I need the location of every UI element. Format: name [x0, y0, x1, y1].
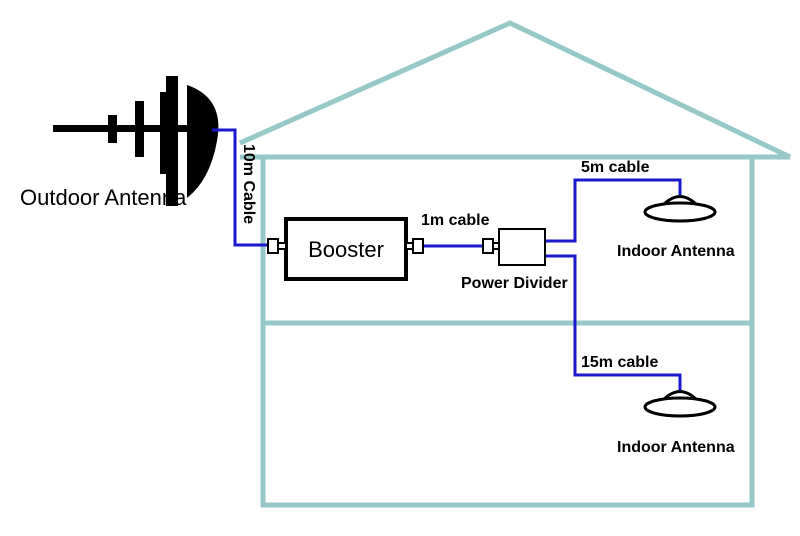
house-roof — [238, 20, 792, 160]
house-walls — [260, 154, 755, 508]
booster-label: Booster — [308, 237, 384, 262]
outdoor-antenna-label: Outdoor Antenna — [20, 185, 187, 210]
cable-10m-label: 10m Cable — [240, 144, 257, 224]
indoor-antenna-lower-label: Indoor Antenna — [617, 439, 735, 456]
power-divider-connector — [482, 238, 494, 254]
indoor-antenna-lower-icon — [643, 390, 717, 418]
power-divider-box — [482, 228, 546, 266]
house-outline — [238, 20, 792, 508]
booster-left-connector — [267, 238, 279, 254]
booster-box: Booster — [267, 217, 424, 281]
cables — [212, 128, 682, 393]
cable-15m-line — [546, 254, 682, 393]
cable-1m-label: 1m cable — [421, 212, 490, 229]
cable-15m-label: 15m cable — [581, 354, 658, 371]
power-divider-label: Power Divider — [461, 275, 568, 292]
cable-10m-line — [212, 128, 272, 247]
outdoor-antenna-icon — [53, 76, 219, 206]
indoor-antenna-upper-label: Indoor Antenna — [617, 243, 735, 260]
cable-5m-label: 5m cable — [581, 159, 650, 176]
indoor-antenna-upper-icon — [643, 195, 717, 223]
booster-right-connector — [412, 238, 424, 254]
cable-5m-line — [546, 178, 682, 243]
